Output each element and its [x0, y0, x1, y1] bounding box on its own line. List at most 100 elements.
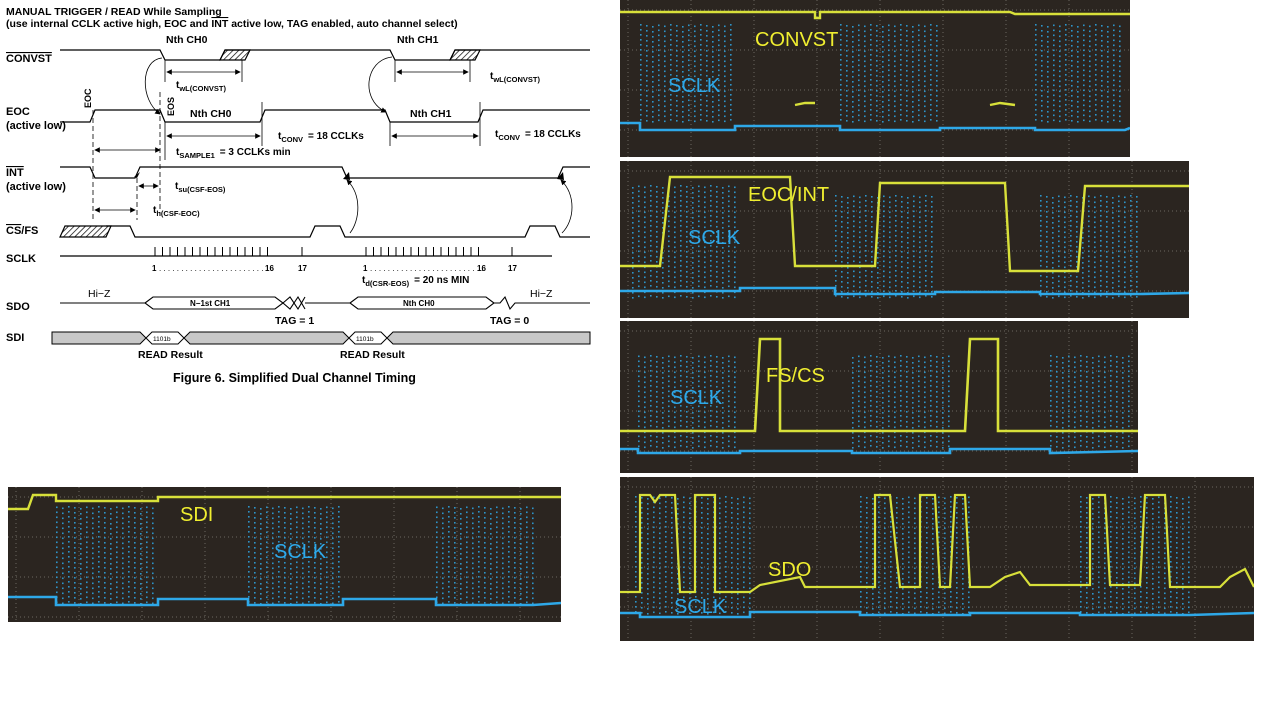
sclk-dot	[62, 567, 64, 570]
sclk-dot	[1112, 287, 1114, 289]
sclk-dot	[1086, 421, 1088, 423]
sclk-dot	[924, 60, 926, 63]
sclk-dot	[635, 551, 637, 553]
sclk-dot	[98, 601, 100, 603]
sclk-dot	[852, 357, 854, 359]
sclk-dot	[1116, 386, 1118, 388]
sclk-dot	[1077, 26, 1079, 28]
sclk-dot	[706, 85, 708, 87]
sclk-dot	[919, 256, 921, 259]
trace	[794, 101, 815, 107]
sclk-dot	[1140, 511, 1142, 513]
sclk-dot	[724, 45, 726, 48]
sclk-dot	[846, 90, 848, 92]
sclk-dot	[888, 99, 890, 102]
sclk-dot	[894, 115, 896, 118]
sclk-dot	[1112, 217, 1114, 219]
sclk-dot	[731, 532, 733, 534]
sclk-dot	[918, 49, 920, 52]
sclk-dot	[86, 591, 88, 594]
sclk-dot	[1064, 196, 1066, 199]
sclk-dot	[1176, 512, 1178, 514]
sclk-dot	[1098, 445, 1100, 448]
sclk-dot	[1098, 536, 1100, 539]
sclk-dot	[656, 251, 658, 253]
sclk-dot	[865, 230, 867, 232]
sclk-dot	[134, 592, 136, 594]
sclk-dot	[1094, 216, 1096, 219]
sclk-dot	[1092, 372, 1094, 374]
sclk-dot	[92, 527, 94, 530]
sclk-dot	[722, 227, 724, 229]
sclk-dot	[938, 591, 940, 594]
sclk-dot	[1088, 225, 1090, 228]
label-hiz-left: Hi−Z	[88, 288, 111, 300]
convst-waveform	[60, 49, 590, 61]
sclk-dot	[882, 111, 884, 113]
sclk-dot	[116, 531, 118, 534]
sclk-dot	[260, 563, 262, 565]
sclk-dot	[900, 119, 902, 121]
sclk-dot	[1098, 420, 1100, 423]
sclk-dot	[122, 537, 124, 540]
sclk-dot	[692, 252, 694, 254]
sclk-dot	[632, 202, 634, 204]
sclk-dot	[1052, 257, 1054, 259]
sclk-dot	[1136, 221, 1138, 223]
sclk-dot	[110, 513, 112, 515]
sclk-dot	[638, 200, 640, 203]
sclk-dot	[734, 441, 736, 444]
sclk-dot	[730, 54, 732, 56]
sclk-dot	[644, 221, 646, 224]
sclk-dot	[900, 49, 902, 51]
sclk-dot	[841, 231, 843, 233]
sclk-dot	[254, 567, 256, 569]
sclk-dot	[638, 210, 640, 213]
sclk-dot	[1122, 563, 1124, 565]
sclk-dot	[1146, 582, 1148, 584]
sclk-dot	[902, 553, 904, 555]
sclk-dot	[884, 522, 886, 525]
sclk-dot	[895, 230, 897, 232]
sclk-dot	[122, 577, 124, 580]
sclk-dot	[116, 551, 118, 554]
sclk-dot	[1065, 79, 1067, 81]
sclk-dot	[1098, 531, 1100, 534]
sclk-dot	[938, 526, 940, 529]
sclk-dot	[1098, 606, 1100, 609]
sclk-dot	[1062, 447, 1064, 449]
sclk-dot	[122, 532, 124, 535]
sclk-dot	[1136, 271, 1138, 273]
sclk-dot	[1128, 606, 1130, 609]
sclk-dot	[1076, 246, 1078, 248]
sclk-dot	[877, 242, 879, 244]
sclk-dot	[659, 502, 661, 505]
sclk-dot	[254, 572, 256, 574]
sclk-dot	[950, 541, 952, 543]
sclk-dot	[719, 552, 721, 555]
sclk-dot	[1047, 41, 1049, 43]
sclk-dot	[1176, 542, 1178, 544]
sclk-dot	[640, 34, 642, 36]
sclk-dot	[901, 266, 903, 268]
sclk-dot	[1128, 596, 1130, 599]
sclk-dot	[906, 65, 908, 67]
sclk-dot	[872, 603, 874, 605]
sclk-dot	[1140, 496, 1142, 498]
sclk-dot	[1101, 105, 1103, 107]
sclk-dot	[914, 597, 916, 600]
sclk-dot	[925, 260, 927, 262]
sclk-dot	[912, 56, 914, 58]
sclk-dot	[698, 385, 700, 388]
sclk-dot	[722, 372, 724, 374]
sclk-dot	[944, 577, 946, 580]
sclk-dot	[68, 541, 70, 543]
sclk-dot	[858, 395, 860, 398]
sclk-dot	[1098, 415, 1100, 418]
sclk-dot	[1035, 64, 1037, 66]
sclk-dot	[664, 85, 666, 88]
sclk-dot	[635, 541, 637, 543]
sclk-dot	[878, 551, 880, 554]
sclk-dot	[858, 435, 860, 438]
sclk-dot	[1053, 24, 1055, 27]
